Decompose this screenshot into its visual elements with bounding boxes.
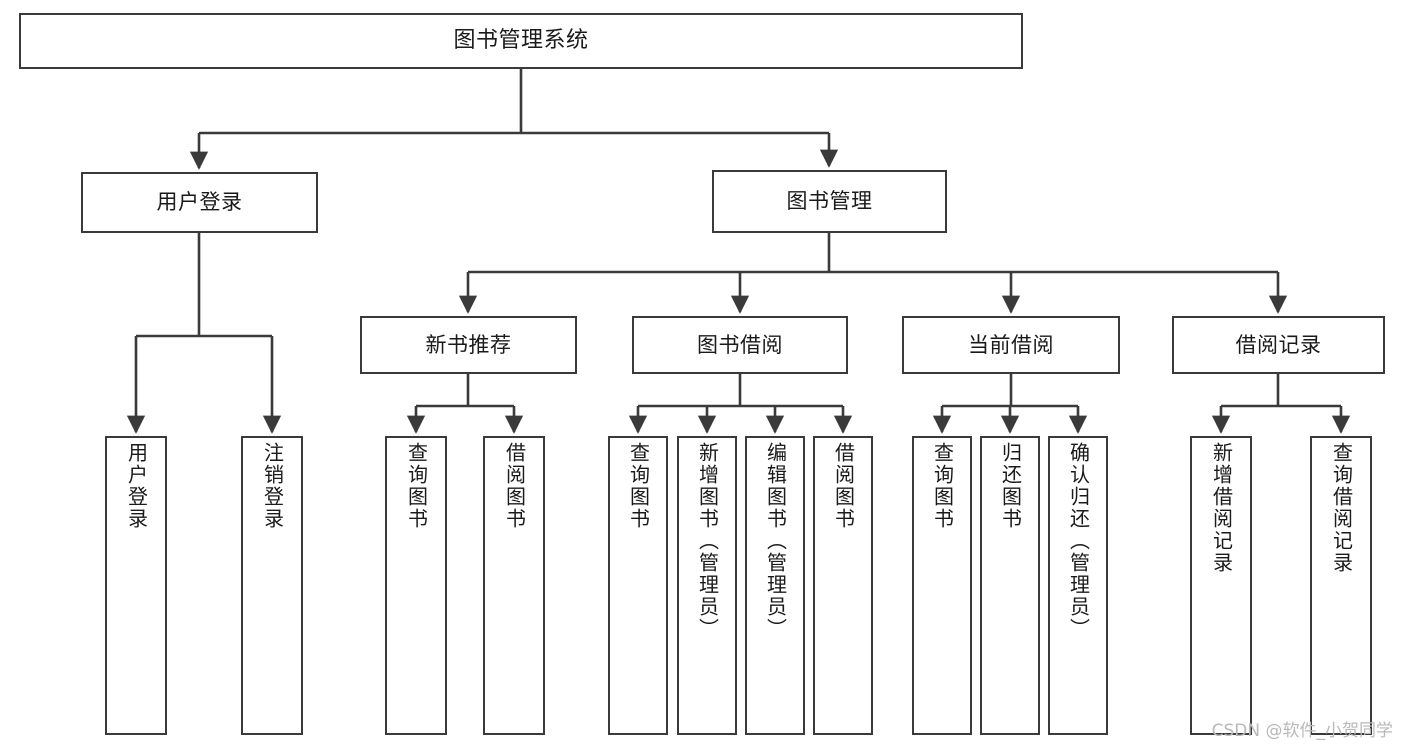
node-leaf-edit-book-label: 编辑图书（管理员） (763, 442, 788, 640)
node-leaf-borrow-book-label: 借阅图书 (831, 442, 856, 530)
node-leaf-user-login-label: 用户登录 (124, 442, 149, 530)
node-current-borrow-label: 当前借阅 (968, 332, 1054, 357)
node-leaf-borrow-book-rec[interactable]: 借阅图书 (483, 436, 545, 735)
node-leaf-borrow-book-rec-label: 借阅图书 (502, 442, 527, 530)
csdn-watermark: CSDN @软件_小贺同学 (1211, 721, 1393, 741)
node-leaf-confirm-return[interactable]: 确认归还（管理员） (1048, 436, 1108, 735)
node-borrow-record[interactable]: 借阅记录 (1172, 316, 1385, 374)
node-borrow-record-label: 借阅记录 (1235, 332, 1322, 357)
node-leaf-add-record-label: 新增借阅记录 (1209, 442, 1234, 574)
node-user-login[interactable]: 用户登录 (81, 172, 318, 233)
node-root[interactable]: 图书管理系统 (19, 13, 1023, 69)
node-leaf-add-book-label: 新增图书（管理员） (695, 442, 720, 640)
node-book-manage[interactable]: 图书管理 (712, 170, 947, 233)
node-leaf-query-book-current[interactable]: 查询图书 (912, 436, 972, 735)
node-leaf-add-book[interactable]: 新增图书（管理员） (677, 436, 737, 735)
node-user-login-label: 用户登录 (156, 190, 243, 215)
node-book-borrow-label: 图书借阅 (697, 332, 783, 357)
node-new-book-recommend[interactable]: 新书推荐 (360, 316, 577, 374)
node-current-borrow[interactable]: 当前借阅 (902, 316, 1120, 374)
node-leaf-return-book[interactable]: 归还图书 (980, 436, 1040, 735)
node-leaf-borrow-book[interactable]: 借阅图书 (813, 436, 873, 735)
node-book-manage-label: 图书管理 (786, 189, 873, 214)
node-leaf-user-login[interactable]: 用户登录 (105, 436, 167, 735)
node-leaf-return-book-label: 归还图书 (998, 442, 1023, 530)
node-leaf-query-book-borrow-label: 查询图书 (626, 442, 651, 530)
node-leaf-query-book-borrow[interactable]: 查询图书 (608, 436, 668, 735)
node-leaf-confirm-return-label: 确认归还（管理员） (1066, 442, 1091, 640)
node-leaf-query-book-rec[interactable]: 查询图书 (385, 436, 447, 735)
node-root-label: 图书管理系统 (453, 28, 589, 54)
node-leaf-edit-book[interactable]: 编辑图书（管理员） (745, 436, 805, 735)
node-leaf-query-book-current-label: 查询图书 (930, 442, 955, 530)
node-leaf-query-record-label: 查询借阅记录 (1329, 442, 1354, 574)
node-leaf-add-record[interactable]: 新增借阅记录 (1190, 436, 1252, 735)
node-leaf-logout[interactable]: 注销登录 (241, 436, 303, 735)
node-leaf-query-book-rec-label: 查询图书 (404, 442, 429, 530)
node-book-borrow[interactable]: 图书借阅 (632, 316, 848, 374)
node-leaf-logout-label: 注销登录 (260, 442, 285, 530)
node-new-book-recommend-label: 新书推荐 (425, 332, 512, 357)
node-leaf-query-record[interactable]: 查询借阅记录 (1310, 436, 1372, 735)
